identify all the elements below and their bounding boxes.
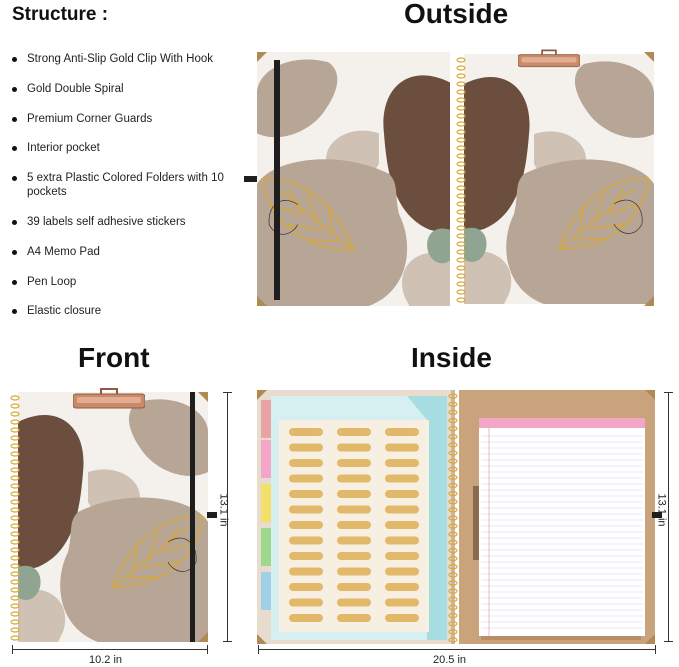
label-sticker [289, 459, 323, 467]
label-sticker [289, 567, 323, 576]
label-sticker [385, 443, 419, 452]
dimension-tick [664, 641, 673, 642]
label-sticker [289, 521, 323, 529]
front-heading: Front [78, 342, 150, 373]
label-sticker [385, 428, 419, 436]
outside-front-cover-image [456, 52, 654, 306]
label-sticker [289, 490, 323, 498]
feature-item: Elastic closure [12, 304, 101, 318]
outside-heading: Outside [404, 0, 509, 29]
dimension-tick [258, 645, 259, 654]
front-height-line [227, 392, 228, 642]
feature-item: Pen Loop [12, 275, 76, 289]
label-sticker [385, 552, 419, 560]
elastic-closure-tab [207, 512, 217, 518]
label-sticker [337, 614, 371, 622]
front-width-label: 10.2 in [89, 654, 123, 666]
dimension-tick [655, 645, 656, 654]
label-sticker [289, 583, 323, 591]
gold-clip-icon [73, 388, 145, 410]
inside-view-image [257, 390, 655, 644]
front-cover-image [10, 392, 208, 642]
dimension-tick [664, 392, 673, 393]
label-sticker [337, 505, 371, 514]
label-sticker [289, 474, 323, 483]
label-sticker [337, 443, 371, 452]
inside-height-label: 13.1 in [655, 493, 668, 527]
inside-heading: Inside [411, 342, 492, 373]
feature-item: Premium Corner Guards [12, 112, 152, 126]
label-sticker [385, 490, 419, 498]
label-sticker [289, 614, 323, 622]
label-sticker [385, 474, 419, 483]
inside-width-label: 20.5 in [433, 654, 467, 666]
elastic-closure-tab [244, 176, 257, 182]
label-sticker [289, 552, 323, 560]
label-sticker [337, 428, 371, 436]
dimension-tick [12, 645, 13, 654]
label-sticker [289, 505, 323, 514]
label-sticker [337, 552, 371, 560]
inside-height-line [668, 392, 669, 642]
label-sticker [385, 536, 419, 545]
label-sticker [289, 598, 323, 607]
label-sticker [385, 505, 419, 514]
gold-clip-icon [518, 48, 580, 70]
label-sticker [385, 598, 419, 607]
front-width-line [12, 649, 208, 650]
label-sticker [289, 536, 323, 545]
outside-back-cover-image [257, 52, 450, 306]
label-sticker [385, 567, 419, 576]
label-sticker [337, 583, 371, 591]
inside-width-line [258, 649, 656, 650]
feature-item: 5 extra Plastic Colored Folders with 10 … [12, 171, 252, 199]
feature-item: A4 Memo Pad [12, 245, 100, 259]
label-sticker [337, 490, 371, 498]
label-sticker [337, 567, 371, 576]
label-sticker [337, 521, 371, 529]
elastic-closure-tab [652, 512, 662, 518]
label-sticker [289, 443, 323, 452]
label-sticker [337, 536, 371, 545]
label-sticker [385, 521, 419, 529]
feature-item: Interior pocket [12, 141, 100, 155]
dimension-tick [223, 641, 232, 642]
label-sticker [385, 583, 419, 591]
label-sticker [385, 614, 419, 622]
feature-item: 39 labels self adhesive stickers [12, 215, 186, 229]
structure-heading: Structure : [12, 4, 109, 25]
label-sticker [337, 474, 371, 483]
dimension-tick [223, 392, 232, 393]
label-sticker [385, 459, 419, 467]
front-height-label: 13.1 in [217, 493, 230, 527]
label-sticker [337, 598, 371, 607]
feature-item: Strong Anti-Slip Gold Clip With Hook [12, 52, 213, 66]
label-sticker [337, 459, 371, 467]
dimension-tick [207, 645, 208, 654]
feature-item: Gold Double Spiral [12, 82, 124, 96]
label-sticker [289, 428, 323, 436]
